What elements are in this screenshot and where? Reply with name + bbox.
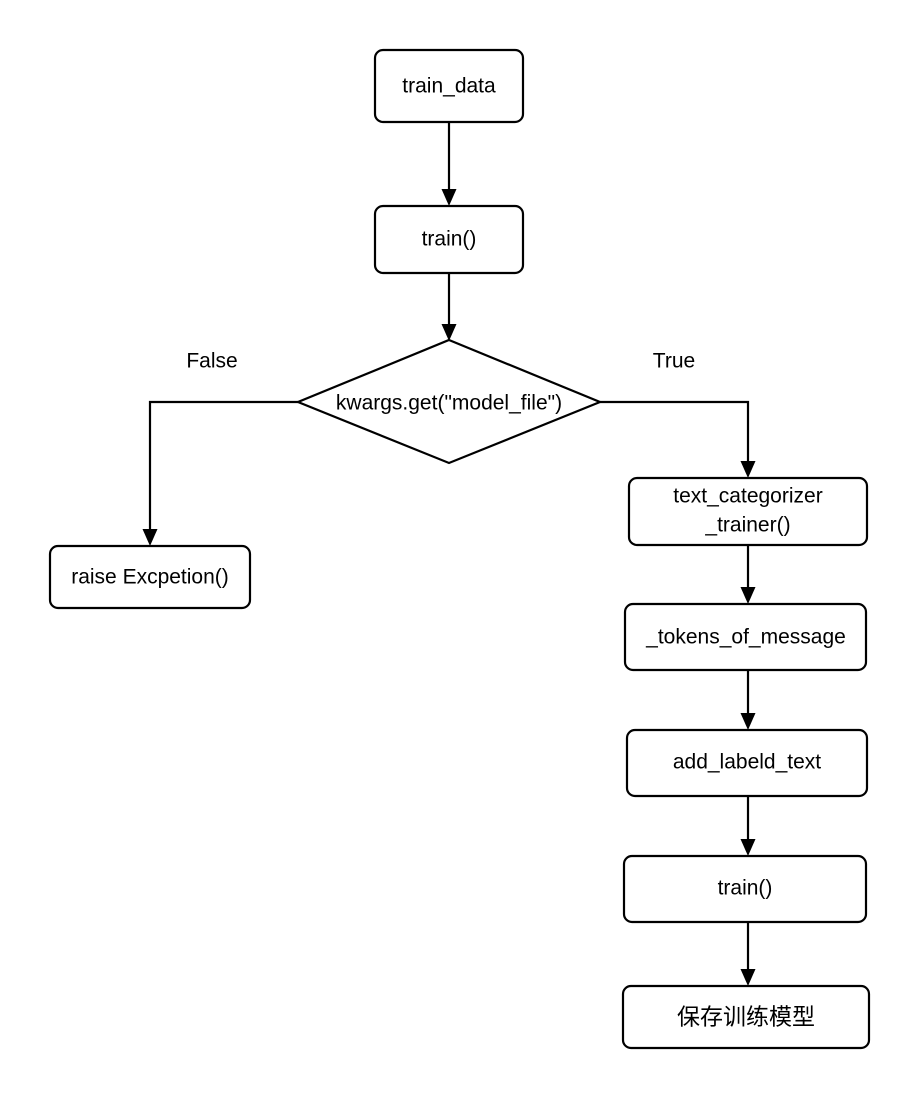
node-raise-exception-shape bbox=[48, 544, 252, 610]
arrow-head-icon bbox=[441, 324, 457, 341]
node-save-model[interactable]: 保存训练模型 bbox=[621, 984, 871, 1050]
node-train-inner[interactable]: train() bbox=[622, 854, 868, 924]
arrow-head-icon bbox=[740, 713, 756, 730]
node-raise-exception[interactable]: raise Excpetion() bbox=[48, 544, 252, 610]
node-raise-exception-label: raise Excpetion() bbox=[71, 566, 229, 589]
edge-train-data-to-train bbox=[441, 122, 457, 206]
arrow-head-icon bbox=[142, 529, 158, 546]
node-save-model-shape bbox=[621, 984, 871, 1050]
node-text-categorizer-trainer-label-line2: _trainer() bbox=[704, 514, 790, 537]
node-train-inner-shape bbox=[622, 854, 868, 924]
node-train-entry-shape bbox=[373, 204, 525, 275]
arrow-head-icon bbox=[441, 189, 457, 206]
node-train-entry-label: train() bbox=[422, 228, 477, 251]
node-add-labeld-text-shape bbox=[625, 728, 869, 798]
node-train-data-shape bbox=[373, 48, 525, 124]
arrow-head-icon bbox=[740, 839, 756, 856]
edge-text-categorizer-trainer-to-tokens-of-message bbox=[740, 545, 756, 604]
node-text-categorizer-trainer-label-line1: text_categorizer bbox=[673, 485, 822, 508]
edge-add-labeld-text-to-train bbox=[740, 796, 756, 856]
node-tokens-of-message-shape bbox=[623, 602, 868, 672]
edge-tokens-of-message-to-add-labeld-text bbox=[740, 670, 756, 730]
arrow-head-icon bbox=[740, 969, 756, 986]
edge-train-to-save-model bbox=[740, 922, 756, 986]
edge-label-false: False bbox=[186, 350, 237, 373]
node-decision-kwargs-get-model-file[interactable]: kwargs.get("model_file") bbox=[295, 338, 603, 465]
node-tokens-of-message-label: _tokens_of_message bbox=[645, 626, 846, 649]
node-decision-shape bbox=[295, 338, 603, 465]
node-decision-label: kwargs.get("model_file") bbox=[336, 392, 562, 415]
node-add-labeld-text-label: add_labeld_text bbox=[673, 751, 821, 774]
node-train-data-label: train_data bbox=[402, 75, 496, 98]
node-text-categorizer-trainer[interactable]: text_categorizer _trainer() bbox=[627, 476, 869, 547]
node-save-model-label: 保存训练模型 bbox=[677, 1005, 815, 1031]
node-tokens-of-message[interactable]: _tokens_of_message bbox=[623, 602, 868, 672]
edge-decision-false-to-raise-exception bbox=[142, 400, 298, 546]
edge-train-to-decision bbox=[441, 273, 457, 341]
node-text-categorizer-trainer-shape bbox=[627, 476, 869, 547]
node-add-labeld-text[interactable]: add_labeld_text bbox=[625, 728, 869, 798]
node-train-inner-label: train() bbox=[718, 877, 773, 900]
edge-label-true: True bbox=[653, 350, 695, 373]
edge-decision-true-to-text-categorizer-trainer bbox=[600, 400, 756, 478]
node-train-data[interactable]: train_data bbox=[373, 48, 525, 124]
node-train-entry[interactable]: train() bbox=[373, 204, 525, 275]
arrow-head-icon bbox=[740, 587, 756, 604]
arrow-head-icon bbox=[740, 461, 756, 478]
